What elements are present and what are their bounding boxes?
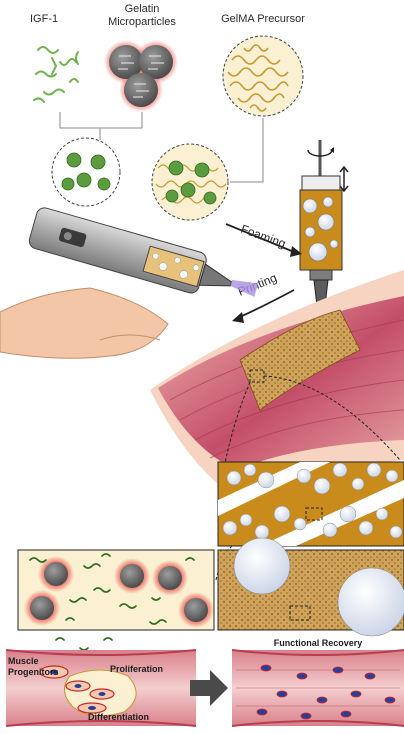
hand [0, 288, 168, 358]
foaming-label: Foaming [239, 222, 288, 251]
microparticle [44, 562, 68, 586]
microparticle [120, 564, 144, 588]
microparticle [184, 598, 208, 622]
proliferation-label: Proliferation [110, 664, 163, 674]
zoom-scaffold-panel [218, 462, 404, 546]
functional-recovery-label: Functional Recovery [274, 638, 363, 648]
tissue-strip-right [232, 650, 404, 726]
igf-strands [34, 47, 78, 102]
gelatin-label-line1: Gelatin [125, 3, 160, 15]
muscle-progenitors-label-line1: Muscle [8, 656, 39, 666]
gelma-precursor-circle [223, 36, 303, 116]
gelatin-microparticles [104, 40, 178, 112]
igf-label: IGF-1 [30, 13, 58, 25]
muscle-progenitors-label-line2: Progenitors [8, 667, 59, 677]
microparticle [158, 566, 182, 590]
particles-in-gelma-circle [152, 144, 228, 220]
microparticle [30, 596, 54, 620]
porosity-panel [218, 538, 404, 636]
up-down-arrow-icon [340, 167, 348, 191]
differentiation-label: Differentiation [88, 712, 149, 722]
gelatin-label-line2: Microparticles [108, 16, 176, 28]
release-panel [18, 550, 214, 630]
mixed-particles-circle [52, 138, 120, 206]
gelma-label: GelMA Precursor [221, 13, 305, 25]
foaming-syringe [300, 140, 348, 306]
microparticle [124, 73, 158, 107]
